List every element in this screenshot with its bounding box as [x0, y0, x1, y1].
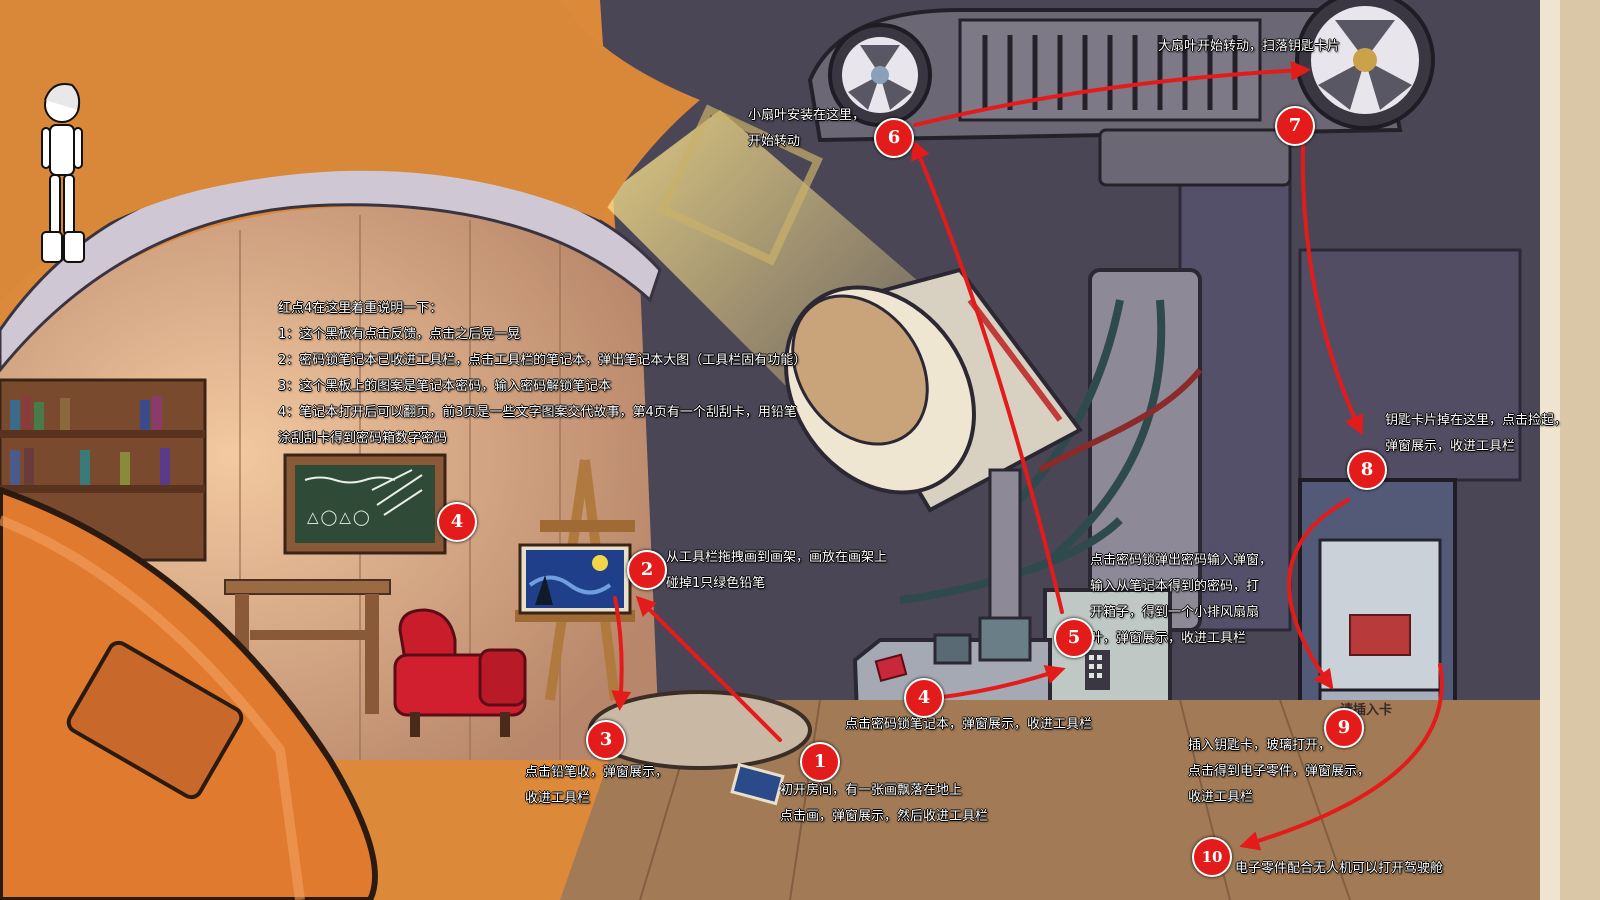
skylight-frame: [657, 104, 823, 266]
note-step-5: 点击密码锁弹出密码输入弹窗，输入从笔记本得到的密码，打 开箱子，得到一个小排风扇…: [1090, 553, 1273, 646]
blackboard-graphic: [283, 453, 447, 555]
easel-painting-hotspot[interactable]: [520, 545, 630, 613]
note-step-3: 点击铅笔收，弹窗展示，收进工具栏: [525, 765, 669, 806]
marker-10[interactable]: 10: [1192, 837, 1232, 877]
card-reader-hotspot[interactable]: [1320, 540, 1440, 725]
central-machine: [784, 267, 1203, 632]
big-fan: [1295, 0, 1435, 130]
arrow-4-to-5: [933, 664, 1066, 700]
bookshelf: [0, 378, 207, 562]
note-step-7: 大扇叶开始转动，扫落钥匙卡片: [1158, 39, 1341, 54]
arrow-6-to-7: [913, 60, 1311, 127]
blackboard-shapes: △◯△◯: [307, 508, 372, 526]
arrow-8-to-9: [1287, 498, 1350, 690]
marker-4[interactable]: 4: [904, 678, 944, 718]
marker-6[interactable]: 6: [874, 118, 914, 158]
note-red-point-4: 红点4在这里着重说明一下： 1：这个黑板有点击反馈，点击之后晃一晃 2：密码锁笔…: [278, 301, 807, 446]
fallen-painting-hotspot[interactable]: [732, 765, 784, 803]
marker-4-blackboard[interactable]: 4: [437, 502, 477, 542]
marker-9[interactable]: 9: [1324, 708, 1364, 748]
arrow-9-to-10: [1239, 663, 1444, 851]
character-sprite: [41, 83, 85, 263]
orange-upper-shell: [0, 0, 700, 300]
armchair: [393, 608, 527, 737]
marker-2[interactable]: 2: [627, 550, 667, 590]
fallen-painting: [730, 762, 785, 806]
note-step-8: 钥匙卡片掉在这里，点击捡起，弹窗展示，收进工具栏: [1385, 413, 1568, 454]
note-step-1: 初开房间，有一张画飘落在地上点击画，弹窗展示，然后收进工具栏: [780, 783, 989, 824]
note-step-10: 电子零件配合无人机可以打开驾驶舱: [1235, 861, 1444, 876]
walkthrough-arrows: [611, 60, 1444, 851]
arrow-2-to-3: [611, 596, 632, 711]
note-step-2: 从工具栏拖拽画到画架，画放在画架上碰掉1只绿色铅笔: [666, 550, 888, 591]
marker-1[interactable]: 1: [800, 742, 840, 782]
small-fan: [828, 23, 932, 127]
marker-8[interactable]: 8: [1347, 450, 1387, 490]
note-step-4: 点击密码锁笔记本，弹窗展示，收进工具栏: [845, 717, 1093, 732]
code-lock-notebook-hotspot[interactable]: [876, 652, 908, 682]
marker-3[interactable]: 3: [586, 720, 626, 760]
note-step-9: 插入钥匙卡，玻璃打开，点击得到电子零件，弹窗展示，收进工具栏: [1188, 738, 1371, 805]
marker-5[interactable]: 5: [1054, 618, 1094, 658]
arrow-1-to-2: [635, 595, 782, 742]
starry-night-painting: [518, 543, 632, 615]
blackboard-hotspot[interactable]: [285, 455, 445, 553]
marker-7[interactable]: 7: [1275, 106, 1315, 146]
arrow-7-to-8: [1300, 143, 1364, 436]
note-step-6: 小扇叶安装在这里，开始转动: [748, 108, 866, 149]
arrow-5-to-6: [911, 139, 1064, 614]
